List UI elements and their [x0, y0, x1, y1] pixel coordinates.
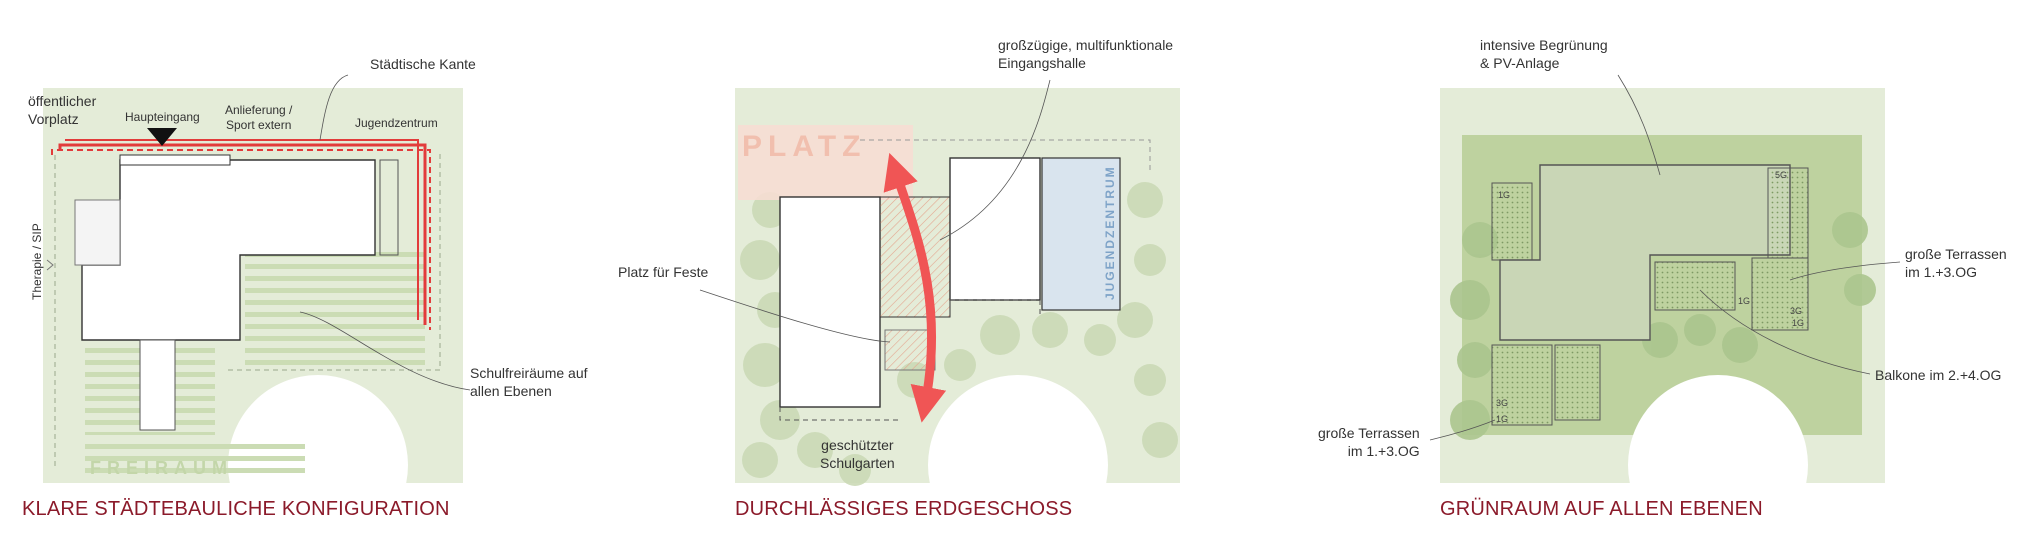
panel-2-jugendzentrum — [1041, 157, 1121, 311]
label-jugendzentrum: Jugendzentrum — [355, 116, 438, 130]
panel-2-passage-arrow — [883, 152, 947, 423]
label-oeffentlicher-vorplatz: öffentlicher Vorplatz — [28, 93, 97, 127]
panel-2-ground-floor — [699, 79, 1180, 542]
panel-2-building-west — [779, 196, 881, 408]
label-anlieferung: Anlieferung / Sport extern — [225, 103, 293, 132]
label-terrassen-left: große Terrassen im 1.+3.OG — [1318, 425, 1420, 459]
panel-1-freiraum-stripes — [245, 250, 425, 368]
panel-1-site-plan — [43, 74, 471, 542]
caption-panel-3: GRÜNRAUM AUF ALLEN EBENEN — [1440, 498, 1763, 520]
label-balkone: Balkone im 2.+4.OG — [1875, 367, 2002, 383]
label-staedtische-kante: Städtische Kante — [370, 56, 476, 72]
label-schulfreiraeume: Schulfreiräume auf allen Ebenen — [470, 365, 588, 399]
panel-2-building-center — [949, 157, 1041, 301]
panel-2-entrance-hall — [879, 196, 951, 318]
panel-1-freiraum-stripes-bottom — [85, 440, 305, 480]
label-jugendzentrum-building: JUGENDZENTRUM — [1103, 165, 1117, 300]
tag-1g-center: 1G — [1738, 296, 1751, 306]
label-begruenung: intensive Begrünung & PV-Anlage — [1480, 37, 1608, 71]
label-platz-fuer-feste: Platz für Feste — [618, 264, 709, 280]
panel-2-sportfield — [928, 375, 1108, 542]
label-therapie-sip: Therapie / SIP — [30, 223, 44, 300]
label-eingangshalle: großzügige, multifunktionale Eingangshal… — [998, 37, 1174, 71]
tag-1g-right: 1G — [1792, 318, 1805, 328]
panel-1-sportfield — [228, 375, 408, 542]
tag-3g-left: 3G — [1496, 398, 1509, 408]
tag-3g-right: 3G — [1790, 306, 1803, 316]
caption-panel-2: DURCHLÄSSIGES ERDGESCHOSS — [735, 498, 1073, 520]
main-entrance-marker-icon — [147, 128, 177, 146]
label-terrassen-right: große Terrassen im 1.+3.OG — [1905, 246, 2007, 280]
panel-3-green-space — [1429, 74, 1901, 542]
label-haupteingang: Haupteingang — [125, 110, 200, 124]
tag-1g-left: 1G — [1496, 414, 1509, 424]
caption-panel-1: KLARE STÄDTEBAULICHE KONFIGURATION — [22, 498, 450, 520]
tag-5g: 5G — [1775, 170, 1788, 180]
stencil-platz: PLATZ — [742, 130, 867, 163]
stencil-freiraum: FREIRAUM — [90, 458, 233, 478]
panel-3-sportfield — [1628, 375, 1808, 542]
tag-1g: 1G — [1498, 190, 1511, 200]
label-schulgarten: geschützter Schulgarten — [820, 437, 895, 471]
panel-1-urban-edge — [58, 143, 427, 325]
